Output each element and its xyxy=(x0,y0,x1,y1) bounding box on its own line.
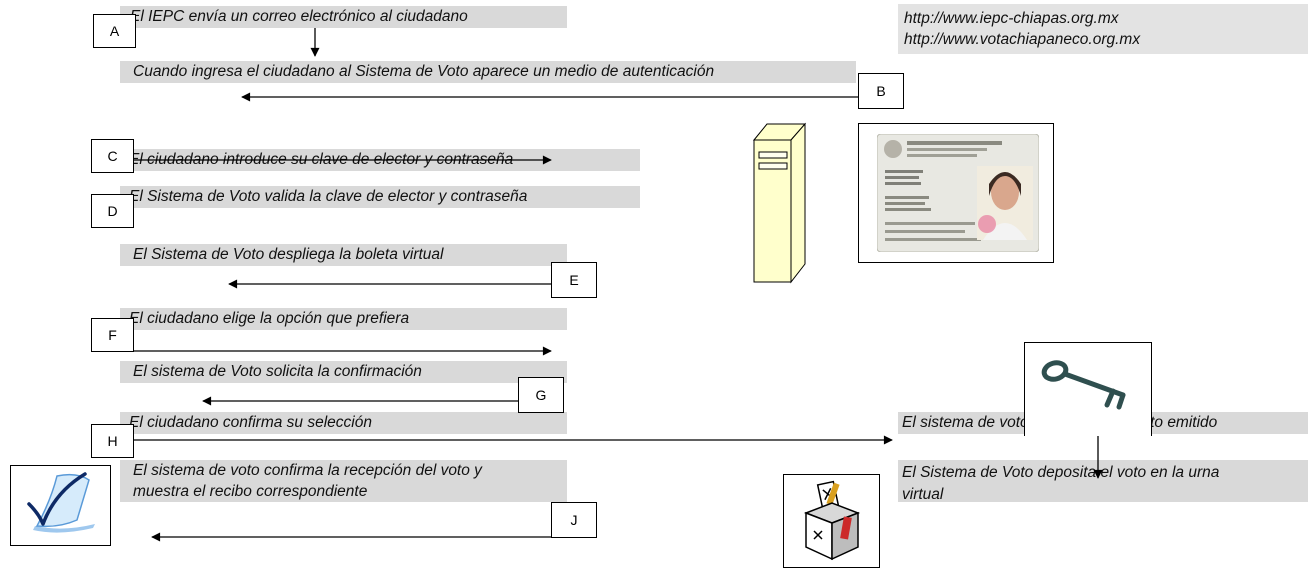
label-g-box: G xyxy=(518,377,564,413)
label-d-box: D xyxy=(91,194,134,228)
label-h-box: H xyxy=(91,424,134,458)
label-b-box: B xyxy=(858,73,904,109)
step-a-text: El IEPC envía un correo electrónico al c… xyxy=(130,8,468,25)
voter-id-card-icon xyxy=(877,134,1039,252)
label-e-box: E xyxy=(551,262,597,298)
step-d-text: El Sistema de Voto valida la clave de el… xyxy=(129,188,528,205)
step-l-text-line2: virtual xyxy=(902,486,944,503)
step-l-text-line1: El Sistema de Voto deposita el voto en l… xyxy=(902,464,1220,481)
step-g-text: El sistema de Voto solicita la confirmac… xyxy=(133,363,422,380)
step-e-bar xyxy=(120,244,567,266)
label-a-box: A xyxy=(93,14,136,48)
key-icon xyxy=(1041,360,1126,410)
step-f-bar xyxy=(120,308,567,330)
step-l-bar xyxy=(898,460,1308,502)
ballot-box-frame xyxy=(783,474,880,568)
label-c-box: C xyxy=(91,139,134,173)
label-j-box: J xyxy=(551,502,597,538)
voter-id-card-frame xyxy=(858,123,1054,263)
checkmark-receipt-icon xyxy=(27,472,95,533)
step-i-text-line1: El sistema de voto confirma la recepción… xyxy=(133,462,482,479)
step-f-text: El ciudadano elige la opción que prefier… xyxy=(129,310,410,327)
step-i-bar xyxy=(120,460,567,502)
step-a-bar xyxy=(120,6,567,28)
step-h-bar xyxy=(120,412,567,434)
url-iepc: http://www.iepc-chiapas.org.mx xyxy=(904,10,1119,27)
url-panel xyxy=(898,4,1308,54)
step-b-bar xyxy=(120,61,856,83)
server-icon xyxy=(752,122,807,284)
step-h-text: El ciudadano confirma su selección xyxy=(129,414,372,431)
ballot-box-icon xyxy=(803,480,861,561)
step-b-text: Cuando ingresa el ciudadano al Sistema d… xyxy=(133,63,715,80)
step-i-text-line2: muestra el recibo correspondiente xyxy=(133,483,368,500)
step-g-bar xyxy=(120,361,567,383)
step-e-text: El Sistema de Voto despliega la boleta v… xyxy=(133,246,444,263)
url-votachiapaneco: http://www.votachiapaneco.org.mx xyxy=(904,31,1141,48)
checkmark-receipt-frame xyxy=(10,465,111,546)
key-icon-frame xyxy=(1024,342,1152,436)
step-d-bar xyxy=(120,186,640,208)
label-f-box: F xyxy=(91,318,134,352)
